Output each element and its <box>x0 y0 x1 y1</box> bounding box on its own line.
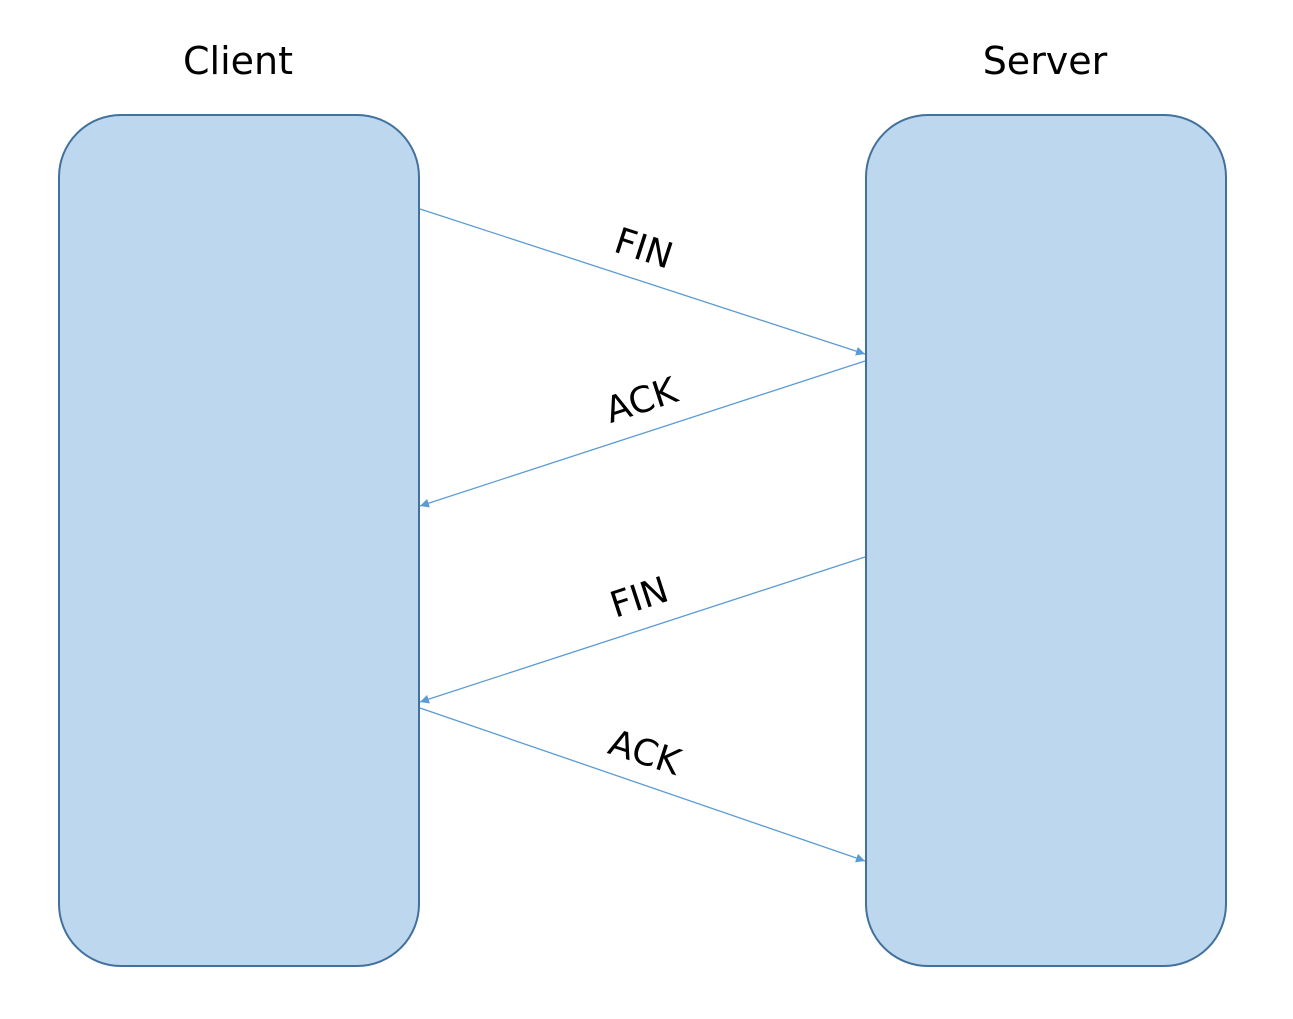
server-box <box>865 114 1227 967</box>
message-arrow-fin-client-to-server <box>419 208 866 356</box>
message-arrow-ack-server-to-client <box>419 360 866 508</box>
message-label-ack-1: ACK <box>601 370 684 432</box>
server-title: Server <box>983 39 1108 83</box>
message-arrow-fin-server-to-client <box>419 556 866 704</box>
client-box <box>58 114 420 967</box>
message-label-fin-2: FIN <box>605 570 673 627</box>
message-arrow-ack-client-to-server <box>419 707 866 863</box>
message-label-fin-1: FIN <box>610 221 678 278</box>
client-title: Client <box>183 39 293 83</box>
